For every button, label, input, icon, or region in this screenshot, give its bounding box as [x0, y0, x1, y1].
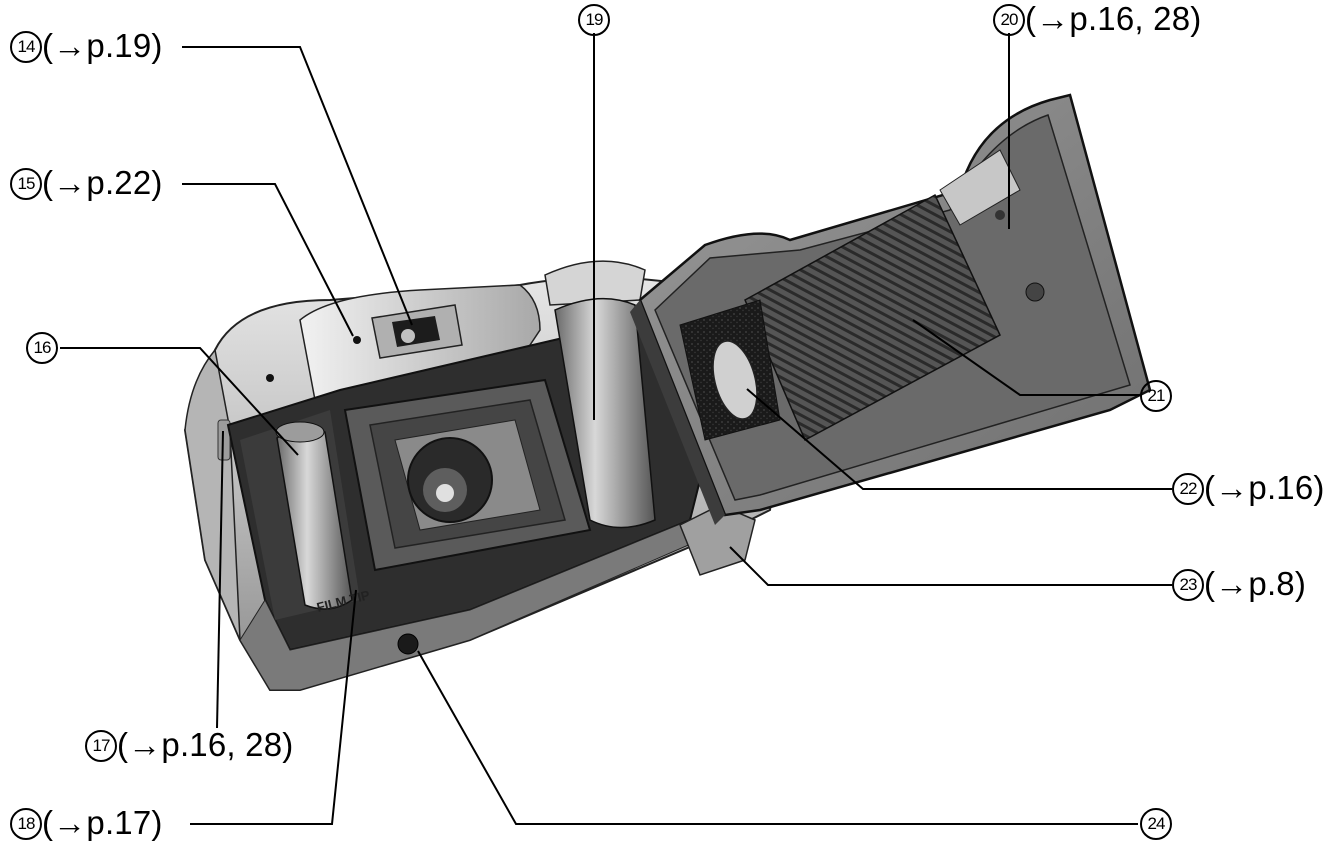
callout-page-ref: (→p.8) — [1204, 565, 1307, 602]
callout-16: 16 — [26, 330, 58, 364]
callout-page-ref: (→p.16, 28) — [1025, 0, 1202, 37]
leader-line-21 — [912, 319, 1140, 396]
callout-17: 17(→p.16, 28) — [85, 728, 293, 762]
camera-back-door — [630, 93, 1152, 525]
callout-22: 22(→p.16) — [1172, 471, 1325, 505]
callout-page-ref: (→p.17) — [42, 804, 163, 841]
callout-page-ref: (→p.22) — [42, 164, 163, 201]
callout-23: 23(→p.8) — [1172, 567, 1306, 601]
callout-number: 17 — [85, 730, 117, 762]
callout-18: 18(→p.17) — [10, 806, 163, 840]
callout-24: 24 — [1140, 806, 1172, 840]
callout-number: 14 — [10, 31, 42, 63]
leader-line-17 — [216, 430, 224, 729]
leader-line-24 — [417, 650, 1138, 825]
callout-number: 15 — [10, 168, 42, 200]
callout-page-ref: (→p.16) — [1204, 469, 1325, 506]
callout-21: 21 — [1140, 378, 1172, 412]
camera-body: FILM TIP — [183, 260, 782, 691]
leader-line-22 — [746, 388, 1172, 490]
callout-20: 20(→p.16, 28) — [993, 2, 1201, 36]
callout-number: 18 — [10, 808, 42, 840]
callout-number: 24 — [1140, 808, 1172, 840]
callout-number: 22 — [1172, 473, 1204, 505]
callout-15: 15(→p.22) — [10, 166, 163, 200]
callout-number: 16 — [26, 332, 58, 364]
callout-19: 19 — [578, 2, 610, 36]
leader-line-23 — [729, 546, 1172, 586]
leader-lines — [60, 33, 1172, 825]
callout-number: 19 — [578, 4, 610, 36]
callout-number: 23 — [1172, 569, 1204, 601]
leader-line-16 — [60, 347, 299, 456]
callout-page-ref: (→p.19) — [42, 27, 163, 64]
leader-line-15 — [182, 183, 354, 337]
leader-line-18 — [190, 589, 357, 825]
callout-14: 14(→p.19) — [10, 29, 163, 63]
callout-page-ref: (→p.16, 28) — [117, 726, 294, 763]
callout-number: 20 — [993, 4, 1025, 36]
leader-line-14 — [182, 46, 413, 326]
callout-number: 21 — [1140, 380, 1172, 412]
